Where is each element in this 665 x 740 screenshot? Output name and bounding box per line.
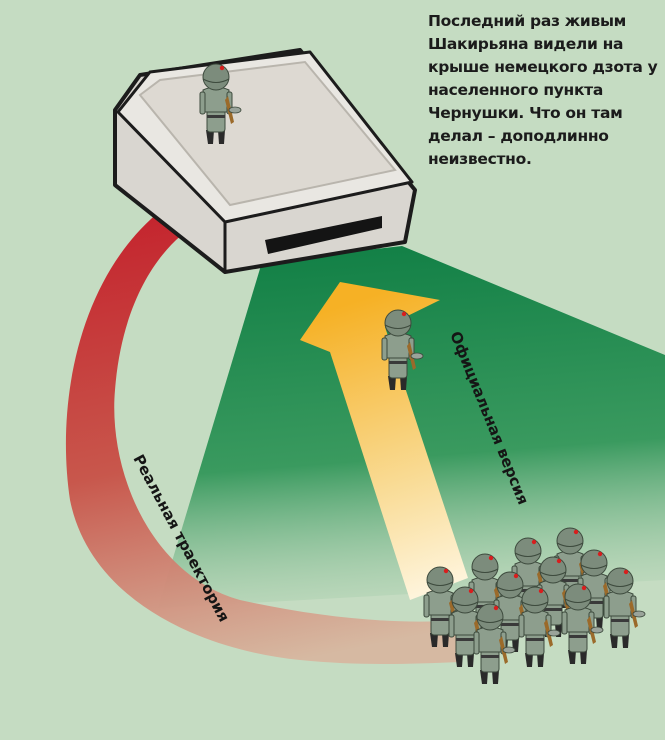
caption-text: Последний раз живым Шакирьяна видели на … — [428, 12, 658, 168]
official-version-arrow — [300, 282, 468, 600]
